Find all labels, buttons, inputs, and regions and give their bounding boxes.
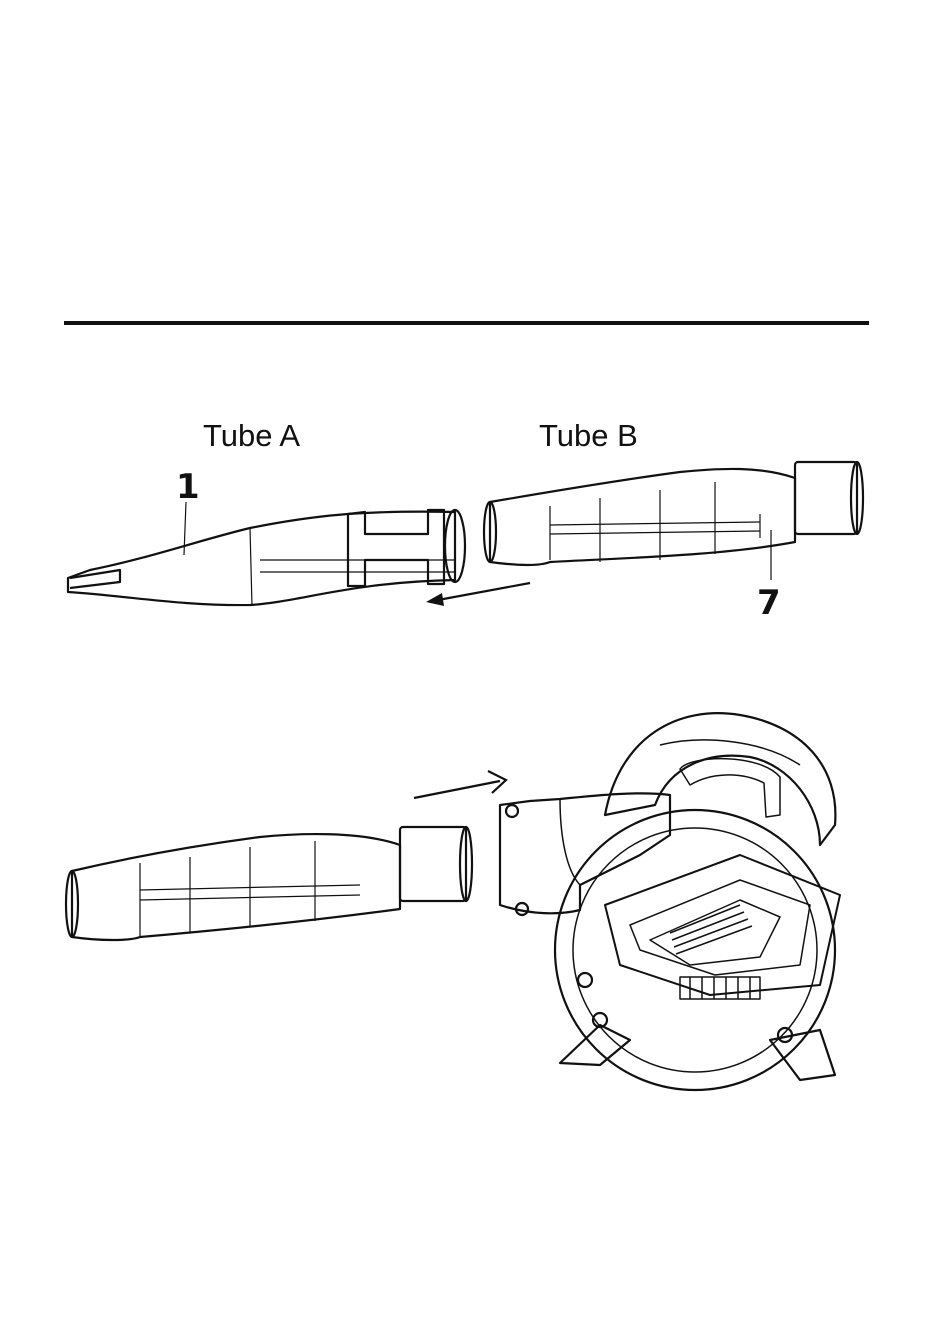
blower-attachment-figure xyxy=(60,695,870,1095)
section-divider xyxy=(64,321,869,325)
blower-body-shape xyxy=(500,713,840,1090)
tube-assembly-shape xyxy=(72,834,400,940)
tubes-assembly-figure xyxy=(60,410,870,630)
arrow-left-icon xyxy=(426,583,530,606)
arrow-right-icon xyxy=(414,771,506,798)
callout-7: 7 xyxy=(757,583,781,623)
tube-a-label: Tube A xyxy=(203,418,300,454)
tube-a-shape xyxy=(68,512,455,605)
tube-b-label: Tube B xyxy=(539,418,638,454)
tube-a-clip xyxy=(348,510,444,586)
callout-1: 1 xyxy=(176,467,200,507)
tube-b-shape xyxy=(490,469,795,565)
